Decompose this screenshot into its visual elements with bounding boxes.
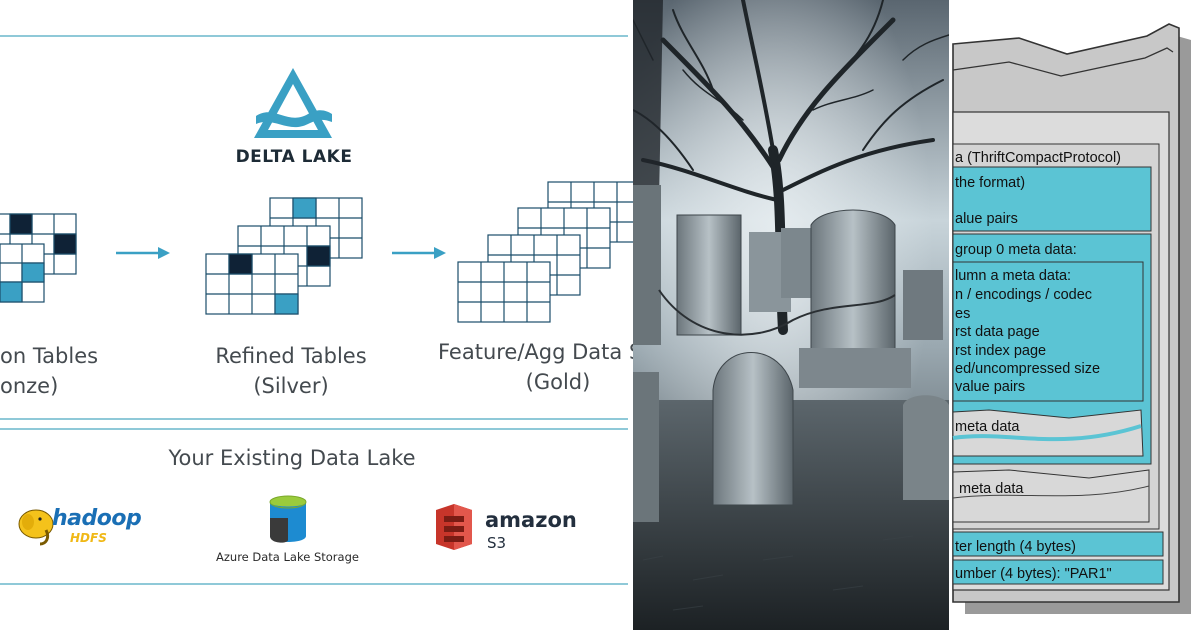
existing-data-lake-label: Your Existing Data Lake [168,446,416,470]
data-page-line: rst data page [955,324,1040,340]
azure-label: Azure Data Lake Storage [216,550,359,564]
key-value-line: alue pairs [955,211,1018,227]
bronze-label-line1: on Tables [0,344,99,368]
graveyard-photo [633,0,949,630]
bottom-rule [0,583,628,585]
arrow-right-icon [392,247,446,259]
bronze-label-line2: onze) [0,374,59,398]
column-kv-line: value pairs [955,379,1025,395]
top-rule [0,35,628,37]
azure-data-lake-icon [269,495,307,543]
silver-table-grid [205,197,363,315]
row-group-line: group 0 meta data: [955,242,1077,258]
delta-lake-logo-icon [254,68,332,138]
version-line: the format) [955,175,1025,191]
hadoop-elephant-icon [18,509,54,546]
file-metadata-line: a (ThriftCompactProtocol) [955,150,1121,166]
amazon-s3-icon [436,504,472,550]
arrow-right-icon [116,247,170,259]
parquet-format-panel: a (ThriftCompactProtocol) the format) al… [949,0,1200,630]
size-line: ed/uncompressed size [955,361,1100,377]
delta-lake-panel: DELTA LAKE [0,35,633,585]
column-meta-line: lumn a meta data: [955,268,1071,284]
column-b-meta-line: meta data [955,419,1020,435]
index-page-line: rst index page [955,343,1046,359]
middle-rule-1 [0,418,628,420]
footer-length-line: ter length (4 bytes) [955,539,1076,555]
bronze-table-grid [0,213,77,303]
values-line: es [955,306,970,322]
s3-label: S3 [487,534,507,552]
gold-label-line1: Feature/Agg Data S [438,340,633,364]
gold-table-grid [457,181,633,323]
row-group-1-meta-line: meta data [959,481,1024,497]
parquet-file-diagram: a (ThriftCompactProtocol) the format) al… [952,23,1191,614]
magic-number-line: umber (4 bytes): "PAR1" [955,566,1112,582]
silver-label-line1: Refined Tables [215,344,367,368]
delta-lake-wordmark: DELTA LAKE [235,147,353,167]
hadoop-wordmark: hadoop [52,506,142,531]
silver-label-line2: (Silver) [253,374,329,398]
middle-rule-2 [0,428,628,430]
gold-label-line2: (Gold) [525,370,591,394]
hdfs-wordmark: HDFS [70,531,107,545]
graveyard-illustration [633,0,949,630]
amazon-wordmark: amazon [485,508,577,532]
encodings-line: n / encodings / codec [955,287,1092,303]
